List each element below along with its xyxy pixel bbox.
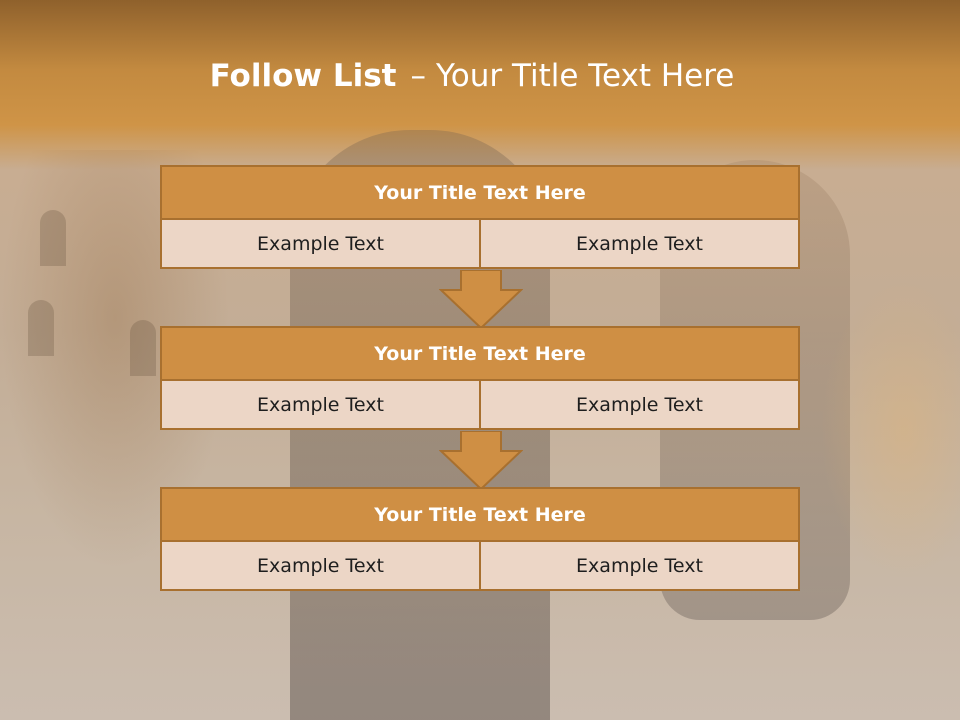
block-cell-left: Example Text (160, 381, 481, 430)
list-block-1: Your Title Text Here Example Text Exampl… (160, 165, 800, 269)
block-title: Your Title Text Here (160, 326, 800, 381)
block-cells: Example Text Example Text (160, 220, 800, 269)
block-cell-right: Example Text (479, 381, 800, 430)
background-glow (820, 280, 960, 580)
block-cell-right: Example Text (479, 542, 800, 591)
title-rest: Your Title Text Here (435, 58, 735, 94)
list-block-2: Your Title Text Here Example Text Exampl… (160, 326, 800, 430)
block-cell-left: Example Text (160, 220, 481, 269)
block-cells: Example Text Example Text (160, 542, 800, 647)
slide-title: Follow List–Your Title Text Here (0, 52, 944, 100)
block-cell-right: Example Text (479, 220, 800, 269)
block-title: Your Title Text Here (160, 165, 800, 220)
block-cells: Example Text Example Text (160, 381, 800, 430)
list-block-3: Your Title Text Here Example Text Exampl… (160, 487, 800, 647)
title-separator: – (410, 58, 426, 94)
block-title: Your Title Text Here (160, 487, 800, 542)
block-cell-left: Example Text (160, 542, 481, 591)
title-bold: Follow List (209, 58, 397, 94)
down-arrow-icon (439, 270, 523, 330)
down-arrow-icon (439, 431, 523, 491)
